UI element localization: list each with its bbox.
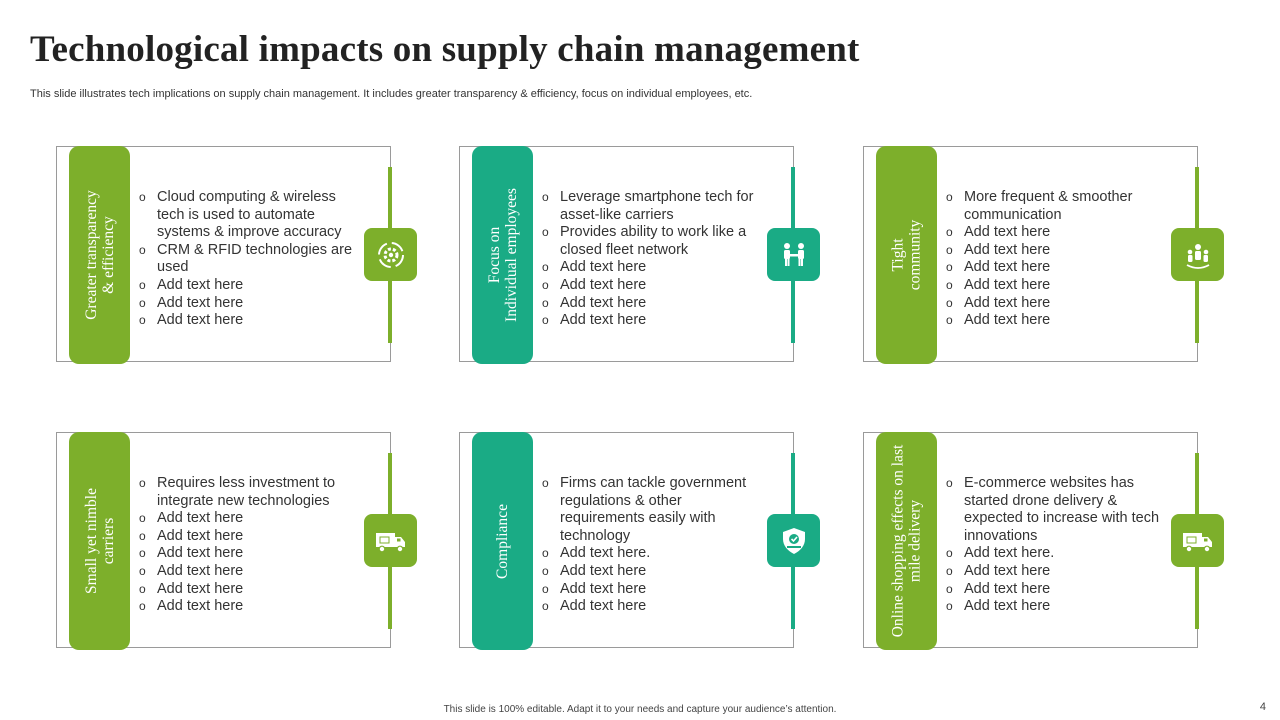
card-heading: Small yet nimble carriers <box>82 488 117 594</box>
list-item: Add text here <box>946 242 1161 260</box>
card-focus-employees: Focus on Individual employees Leverage s… <box>459 146 820 364</box>
list-item: Add text here <box>542 277 757 295</box>
list-item: Add text here <box>542 598 757 616</box>
list-item: Add text here <box>946 581 1161 599</box>
card-heading-tab: Online shopping effects on last mile del… <box>876 432 937 650</box>
card-heading-tab: Greater transparency & efficiency <box>69 146 130 364</box>
icon-badge <box>1171 228 1224 281</box>
icon-badge <box>767 228 820 281</box>
list-item: Add text here <box>542 259 757 277</box>
gear-cycle-icon <box>377 241 404 268</box>
card-online-shopping: Online shopping effects on last mile del… <box>863 432 1224 650</box>
icon-badge <box>364 228 417 281</box>
bullet-list: Firms can tackle government regulations … <box>542 475 757 616</box>
list-item: Add text here <box>542 563 757 581</box>
people-meeting-icon <box>783 242 804 266</box>
list-item: Add text here <box>946 563 1161 581</box>
card-tight-community: Tight community More frequent & smoother… <box>863 146 1224 364</box>
card-heading: Compliance <box>494 503 511 579</box>
list-item: Provides ability to work like a closed f… <box>542 224 757 259</box>
card-heading: Online shopping effects on last mile del… <box>889 444 924 638</box>
list-item: E-commerce websites has started drone de… <box>946 475 1161 545</box>
list-item: Firms can tackle government regulations … <box>542 475 757 545</box>
list-item: Add text here <box>542 312 757 330</box>
list-item: Add text here <box>946 277 1161 295</box>
list-item: Add text here <box>139 277 354 295</box>
card-heading-tab: Compliance <box>472 432 533 650</box>
card-heading: Tight community <box>889 219 924 291</box>
list-item: Add text here <box>946 224 1161 242</box>
list-item: Add text here <box>946 295 1161 313</box>
bullet-list: More frequent & smoother communication A… <box>946 189 1161 330</box>
list-item: Add text here <box>139 563 354 581</box>
page-number: 4 <box>1259 701 1266 713</box>
delivery-truck-icon <box>1182 532 1212 552</box>
list-item: Add text here <box>139 295 354 313</box>
card-heading-tab: Small yet nimble carriers <box>69 432 130 650</box>
bullet-list: Cloud computing & wireless tech is used … <box>139 189 354 330</box>
card-greater-transparency: Greater transparency & efficiency Cloud … <box>56 146 417 364</box>
card-heading-tab: Tight community <box>876 146 937 364</box>
bullet-list: E-commerce websites has started drone de… <box>946 475 1161 616</box>
list-item: Add text here <box>946 312 1161 330</box>
list-item: Add text here <box>542 295 757 313</box>
list-item: More frequent & smoother communication <box>946 189 1161 224</box>
card-heading: Greater transparency & efficiency <box>82 190 117 320</box>
icon-badge <box>767 514 820 567</box>
list-item: Add text here <box>946 598 1161 616</box>
list-item: Cloud computing & wireless tech is used … <box>139 189 354 242</box>
list-item: Add text here <box>139 545 354 563</box>
community-icon <box>1186 243 1209 269</box>
slide-title: Technological impacts on supply chain ma… <box>30 29 860 70</box>
slide-footer: This slide is 100% editable. Adapt it to… <box>443 704 837 715</box>
list-item: Add text here <box>139 528 354 546</box>
list-item: CRM & RFID technologies are used <box>139 242 354 277</box>
bullet-list: Requires less investment to integrate ne… <box>139 475 354 616</box>
icon-badge <box>1171 514 1224 567</box>
slide-subtitle: This slide illustrates tech implications… <box>30 88 753 100</box>
list-item: Add text here <box>542 581 757 599</box>
list-item: Add text here. <box>946 545 1161 563</box>
card-compliance: Compliance Firms can tackle government r… <box>459 432 820 650</box>
delivery-truck-icon <box>375 532 405 552</box>
list-item: Requires less investment to integrate ne… <box>139 475 354 510</box>
list-item: Add text here <box>946 259 1161 277</box>
card-heading: Focus on Individual employees <box>485 188 520 322</box>
list-item: Add text here <box>139 581 354 599</box>
shield-badge-icon <box>782 527 805 554</box>
card-small-nimble-carriers: Small yet nimble carriers Requires less … <box>56 432 417 650</box>
bullet-list: Leverage smartphone tech for asset-like … <box>542 189 757 330</box>
list-item: Add text here <box>139 510 354 528</box>
card-heading-tab: Focus on Individual employees <box>472 146 533 364</box>
list-item: Leverage smartphone tech for asset-like … <box>542 189 757 224</box>
icon-badge <box>364 514 417 567</box>
list-item: Add text here <box>139 312 354 330</box>
list-item: Add text here <box>139 598 354 616</box>
list-item: Add text here. <box>542 545 757 563</box>
